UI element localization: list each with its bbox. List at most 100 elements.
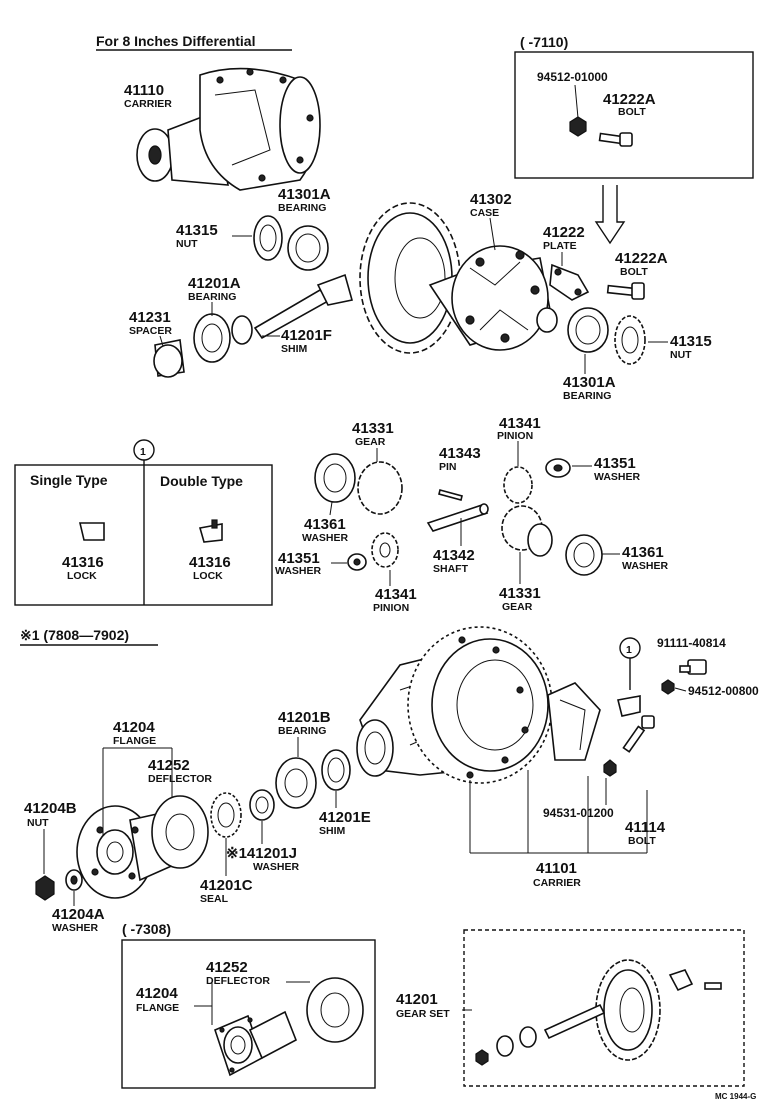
label-41101-number: 41101 (536, 860, 577, 877)
washer-41361-right-illustration (565, 534, 603, 576)
label-41343-number: 41343 (439, 445, 481, 462)
label-41315-right-number: 41315 (670, 333, 712, 350)
label-41204b-number: 41204B (24, 800, 77, 817)
callout-box-7110 (514, 51, 754, 179)
double-lock-name: LOCK (193, 570, 223, 582)
label-41331-bottom-number: 41331 (499, 585, 541, 602)
label-41222a-number: 41222A (615, 250, 668, 267)
label-41114-name: BOLT (628, 835, 656, 847)
bolt-91111-icon (679, 659, 707, 675)
seal-41201c-illustration (210, 792, 242, 838)
deflector-41252-illustration (151, 795, 209, 869)
label-41201b-name: BEARING (278, 725, 326, 737)
pin-41343-illustration (438, 489, 463, 501)
label-41222-name: PLATE (543, 240, 577, 252)
label-41351-left-name: WASHER (275, 565, 322, 577)
label-41201a-name: BEARING (188, 291, 236, 303)
label-41204a-name: WASHER (52, 922, 99, 934)
label-41252-name: DEFLECTOR (148, 773, 212, 785)
washer-141201j-illustration (249, 789, 275, 821)
bearing-41301a-illustration (253, 215, 329, 271)
label-41101-name: CARRIER (533, 877, 581, 889)
bolt-41114-icon (622, 715, 655, 753)
label-41331-top-number: 41331 (352, 420, 394, 437)
label-41222-number: 41222 (543, 224, 585, 241)
label-41301a-bottom-number: 41301A (563, 374, 616, 391)
label-41361-right-name: WASHER (622, 560, 669, 572)
label-41201f-number: 41201F (281, 327, 332, 344)
label-141201j-name: WASHER (253, 861, 300, 873)
label-41231-number: 41231 (129, 309, 171, 326)
label-94531-number: 94531-01200 (543, 806, 614, 820)
carrier-41101-illustration (356, 626, 601, 784)
single-type-label: Single Type (30, 472, 108, 488)
label-41201-name: GEAR SET (396, 1008, 450, 1020)
nut-94531-icon (603, 759, 617, 777)
callout-bolt-number: 41222A (603, 91, 656, 108)
single-lock-icon (78, 522, 105, 541)
case-41302-illustration (359, 202, 558, 354)
footer-code: MC 1944-G (715, 1092, 756, 1101)
drive-pinion-illustration (153, 273, 354, 378)
label-41315-left-number: 41315 (176, 222, 218, 239)
inset-code: ( -7308) (122, 921, 171, 937)
label-41342-name: SHAFT (433, 563, 469, 575)
shim-41201e-illustration (321, 749, 351, 791)
shaft-41342-illustration (426, 503, 489, 532)
bolt-icon (598, 132, 633, 147)
label-41361-left-name: WASHER (302, 532, 349, 544)
bearing-41201b-illustration (275, 757, 317, 809)
single-lock-name: LOCK (67, 570, 97, 582)
label-41252-inset-name: DEFLECTOR (206, 975, 270, 987)
label-41342-number: 41342 (433, 547, 475, 564)
label-41351-right-number: 41351 (594, 455, 636, 472)
inset-box-7308 (121, 939, 376, 1089)
label-41204-name: FLANGE (113, 735, 156, 747)
washer-41351-left-illustration (347, 553, 367, 571)
label-41204-inset-name: FLANGE (136, 1002, 179, 1014)
label-91111-number: 91111-40814 (657, 636, 726, 650)
callout-nut-number: 94512-01000 (537, 70, 608, 84)
label-41204a-number: 41204A (52, 906, 105, 923)
label-41204b-name: NUT (27, 817, 49, 829)
side-gear-41331-bottom-illustration (501, 505, 553, 557)
plate-41222-illustration (549, 263, 590, 301)
inset-deflector-illustration (306, 977, 364, 1043)
label-41201c-name: SEAL (200, 893, 229, 905)
label-41204-inset-number: 41204 (136, 985, 178, 1002)
nut-41204b-icon (35, 875, 55, 901)
lock-41316-icon (617, 695, 641, 717)
nut-icon (569, 116, 587, 137)
label-41201-number: 41201 (396, 991, 438, 1008)
carrier-41110-illustration (136, 67, 321, 191)
label-41252-number: 41252 (148, 757, 190, 774)
bearing-41301a-right-illustration (567, 307, 646, 365)
label-141201j-number: ※141201J (226, 845, 297, 862)
label-41351-right-name: WASHER (594, 471, 641, 483)
label-41301a-bottom-name: BEARING (563, 390, 611, 402)
gear-set-box (463, 929, 745, 1087)
label-41204-number: 41204 (113, 719, 155, 736)
label-41222a-name: BOLT (620, 266, 648, 278)
inset-flange-illustration (214, 1010, 298, 1077)
label-41331-top-name: GEAR (355, 436, 386, 448)
label-41201e-name: SHIM (319, 825, 346, 837)
label-41110-number: 41110 (124, 82, 164, 99)
label-41201f-name: SHIM (281, 343, 308, 355)
label-41114-number: 41114 (625, 819, 666, 836)
label-41351-left-number: 41351 (278, 550, 320, 567)
note-range: ※1 (7808—7902) (20, 627, 129, 643)
label-41341-bottom-number: 41341 (375, 586, 417, 603)
label-41331-bottom-name: GEAR (502, 601, 533, 613)
double-lock-icon (198, 523, 223, 543)
callout-code: ( -7110) (520, 34, 568, 50)
label-41301a-top-number: 41301A (278, 186, 331, 203)
single-lock-number: 41316 (62, 554, 104, 571)
callout-bolt-name: BOLT (618, 106, 646, 118)
label-41201b-number: 41201B (278, 709, 331, 726)
label-41301a-top-name: BEARING (278, 202, 326, 214)
label-41302-name: CASE (470, 207, 499, 219)
diagram-title: For 8 Inches Differential (96, 33, 255, 49)
bolt-41222a-illustration (606, 282, 645, 300)
side-gear-41331-top-illustration (314, 453, 403, 515)
